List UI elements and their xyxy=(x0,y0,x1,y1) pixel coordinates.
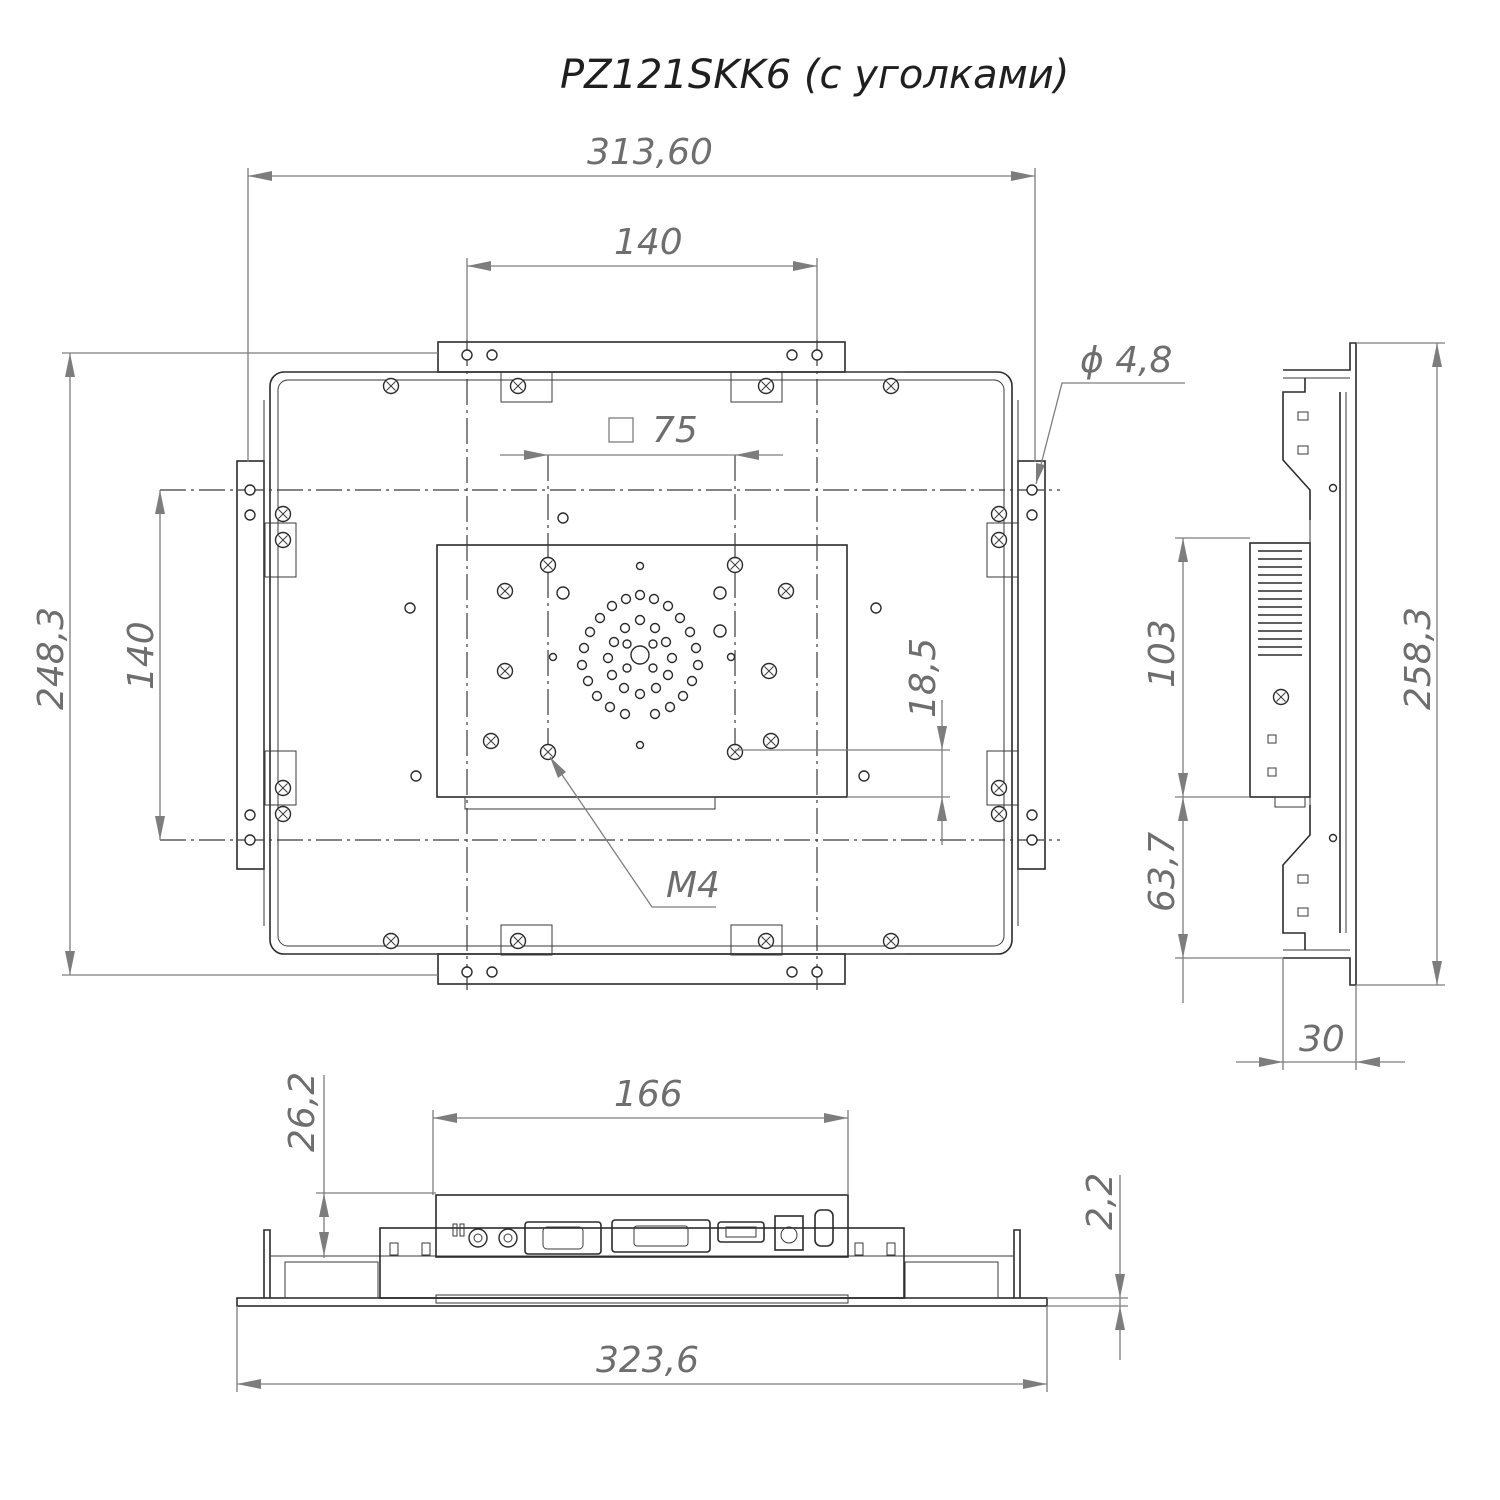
dim-hole-diameter: ϕ 4,8 xyxy=(1080,340,1172,381)
power-switch xyxy=(814,1209,834,1247)
dim-side-box: 103 xyxy=(1142,619,1183,688)
clip-tab xyxy=(730,924,783,956)
bottom-view-dimensions: 166 26,2 2,2 323,6 xyxy=(236,1072,1128,1392)
side-vent-slots xyxy=(1258,550,1302,656)
bezel-plate xyxy=(236,1297,1048,1307)
bottom-bracket-plate xyxy=(379,1227,905,1299)
side-electronics-box xyxy=(1249,542,1311,798)
dim-bottom-box-height: 26,2 xyxy=(282,1072,323,1152)
ventilation-grille xyxy=(576,589,704,720)
hdmi-port xyxy=(717,1221,765,1243)
clip-tab xyxy=(500,371,553,403)
mounting-holes xyxy=(244,349,1038,978)
clip-tab xyxy=(730,371,783,403)
side-view-dimensions: 258,3 103 63,7 30 xyxy=(1142,342,1445,1070)
dvi-port xyxy=(611,1219,711,1253)
connector-strip xyxy=(464,796,716,810)
clip-tab xyxy=(264,522,297,578)
square-symbol xyxy=(608,417,634,443)
dim-side-height: 258,3 xyxy=(1398,607,1439,710)
front-view xyxy=(160,340,1060,990)
front-view-dimensions: 313,60 140 75 248,3 140 18,5 xyxy=(31,132,1185,976)
dim-overall-width: 313,60 xyxy=(587,132,713,173)
drawing-title: PZ121SKK6 (с уголками) xyxy=(560,52,1069,98)
dim-bracket-spacing-h: 140 xyxy=(614,222,683,263)
dim-depth: 30 xyxy=(1299,1019,1345,1060)
dim-offset: 18,5 xyxy=(903,638,944,718)
rear-connectors xyxy=(452,1209,834,1255)
clip-tab xyxy=(264,750,297,806)
dim-bezel-thickness: 2,2 xyxy=(1080,1173,1121,1230)
side-view xyxy=(1249,342,1357,986)
top-bracket xyxy=(437,341,846,373)
clip-tab xyxy=(986,522,1019,578)
bottom-bracket xyxy=(437,953,846,985)
bottom-electronics-box xyxy=(435,1194,849,1258)
clip-tab xyxy=(986,750,1019,806)
clip-tab xyxy=(500,924,553,956)
dim-overall-height: 248,3 xyxy=(31,607,72,710)
dc-jack xyxy=(774,1215,804,1251)
vga-port xyxy=(524,1221,602,1255)
dim-thread: M4 xyxy=(666,865,720,906)
left-bracket xyxy=(236,460,265,870)
dim-vesa: 75 xyxy=(652,410,698,451)
dim-bottom-box-width: 166 xyxy=(614,1074,683,1115)
side-connector-box xyxy=(1274,796,1306,808)
right-bracket xyxy=(1017,460,1046,870)
dim-bracket-spacing-v: 140 xyxy=(121,621,162,690)
dim-side-lower: 63,7 xyxy=(1142,832,1183,912)
panel-inner-outline xyxy=(277,379,1005,947)
dim-bottom-overall-width: 323,6 xyxy=(596,1340,699,1381)
bottom-view xyxy=(236,1194,1048,1307)
